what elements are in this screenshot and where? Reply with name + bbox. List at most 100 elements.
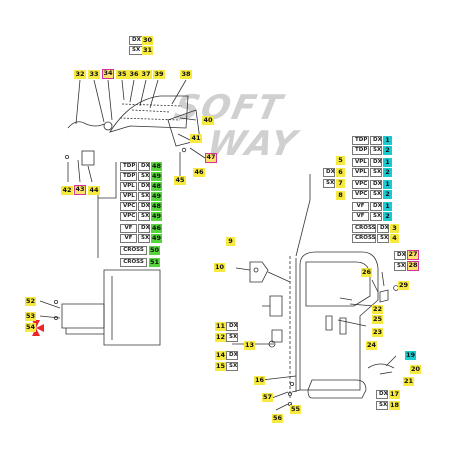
trim-side: DX <box>138 224 150 233</box>
trim-side: DX <box>138 162 150 171</box>
label-34[interactable]: 34 <box>102 69 114 79</box>
label-2[interactable]: 2 <box>383 190 392 199</box>
door-code: CROSS <box>352 224 376 233</box>
label-40[interactable]: 40 <box>202 116 214 125</box>
label-52[interactable]: 52 <box>25 297 36 306</box>
regulator-bracket <box>81 150 95 166</box>
latch-striker <box>379 289 389 303</box>
label-27[interactable]: 27 <box>407 250 419 260</box>
label-10[interactable]: 10 <box>214 263 225 272</box>
regulator-arm <box>109 95 189 133</box>
door-code: VPC <box>352 180 369 189</box>
label-22[interactable]: 22 <box>372 305 383 314</box>
label-37[interactable]: 37 <box>140 70 152 79</box>
label-21[interactable]: 21 <box>403 377 414 386</box>
label-4[interactable]: 4 <box>390 234 399 243</box>
label-1[interactable]: 1 <box>383 136 392 145</box>
label-14[interactable]: 14 <box>215 351 226 360</box>
label-49[interactable]: 49 <box>151 172 162 181</box>
latch-sx-tag: SX <box>394 262 406 271</box>
hinge-lower <box>271 329 283 343</box>
door-window-frame <box>305 261 371 307</box>
label-12[interactable]: 12 <box>215 333 226 342</box>
door-code: VPL <box>352 168 369 177</box>
label-35[interactable]: 35 <box>116 70 128 79</box>
door-side: DX <box>377 224 389 233</box>
label-39[interactable]: 39 <box>153 70 165 79</box>
label-48[interactable]: 48 <box>151 182 162 191</box>
label-1[interactable]: 1 <box>383 158 392 167</box>
label-46[interactable]: 46 <box>151 224 162 233</box>
label-49[interactable]: 49 <box>151 192 162 201</box>
label-54[interactable]: 54 <box>25 323 36 332</box>
screw-46 <box>181 147 187 153</box>
label-41[interactable]: 41 <box>190 134 202 143</box>
label-31[interactable]: 31 <box>142 46 153 55</box>
door-side: SX <box>377 234 389 243</box>
label-18[interactable]: 18 <box>389 401 400 410</box>
door-code: VF <box>352 202 369 211</box>
label-23[interactable]: 23 <box>372 328 383 337</box>
door-shell <box>299 251 379 391</box>
label-53[interactable]: 53 <box>25 312 36 321</box>
label-17[interactable]: 17 <box>389 390 400 399</box>
trim-code: CROSS <box>120 258 147 267</box>
label-38[interactable]: 38 <box>180 70 192 79</box>
label-48[interactable]: 48 <box>151 202 162 211</box>
hinge-upper-dx-tag: DX <box>226 322 238 331</box>
label-56[interactable]: 56 <box>272 414 283 423</box>
hinge-upper-sx-tag: SX <box>226 333 238 342</box>
door-side: DX <box>370 158 382 167</box>
trim-side: SX <box>138 192 150 201</box>
label-43[interactable]: 43 <box>74 185 86 195</box>
label-2[interactable]: 2 <box>383 212 392 221</box>
label-47[interactable]: 47 <box>205 153 217 163</box>
label-36[interactable]: 36 <box>128 70 140 79</box>
label-16[interactable]: 16 <box>254 376 265 385</box>
label-8[interactable]: 8 <box>336 191 345 200</box>
label-11[interactable]: 11 <box>215 322 226 331</box>
label-55[interactable]: 55 <box>290 405 301 414</box>
latch-dx-tag: DX <box>394 251 406 260</box>
label-19[interactable]: 19 <box>405 351 416 360</box>
label-49[interactable]: 49 <box>151 234 162 243</box>
label-2[interactable]: 2 <box>383 168 392 177</box>
label-15[interactable]: 15 <box>215 362 226 371</box>
label-48[interactable]: 48 <box>151 162 162 171</box>
label-1[interactable]: 1 <box>383 180 392 189</box>
label-9[interactable]: 9 <box>226 237 235 246</box>
label-7[interactable]: 7 <box>336 179 345 188</box>
label-50[interactable]: 50 <box>149 246 160 255</box>
label-29[interactable]: 29 <box>398 281 409 290</box>
trim-side: SX <box>138 172 150 181</box>
label-25[interactable]: 25 <box>372 315 383 324</box>
label-51[interactable]: 51 <box>149 258 160 267</box>
label-6[interactable]: 6 <box>336 168 345 177</box>
label-57[interactable]: 57 <box>262 393 273 402</box>
label-1[interactable]: 1 <box>383 202 392 211</box>
label-26[interactable]: 26 <box>361 268 372 277</box>
label-3[interactable]: 3 <box>390 224 399 233</box>
label-5[interactable]: 5 <box>336 156 345 165</box>
door-side: DX <box>370 180 382 189</box>
label-46[interactable]: 46 <box>193 168 205 177</box>
door-side: SX <box>370 146 382 155</box>
label-20[interactable]: 20 <box>410 365 421 374</box>
trim-code: VPC <box>120 212 137 221</box>
label-24[interactable]: 24 <box>366 341 377 350</box>
label-28[interactable]: 28 <box>407 261 419 271</box>
label-13[interactable]: 13 <box>244 341 255 350</box>
door-code: TDP <box>352 146 369 155</box>
label-32[interactable]: 32 <box>74 70 86 79</box>
label-49[interactable]: 49 <box>151 212 162 221</box>
label-44[interactable]: 44 <box>88 186 100 195</box>
label-30[interactable]: 30 <box>142 36 153 45</box>
door-sx-tag: SX <box>323 179 335 188</box>
door-side: SX <box>370 212 382 221</box>
label-2[interactable]: 2 <box>383 146 392 155</box>
label-42[interactable]: 42 <box>61 186 73 195</box>
label-45[interactable]: 45 <box>174 176 186 185</box>
label-33[interactable]: 33 <box>88 70 100 79</box>
